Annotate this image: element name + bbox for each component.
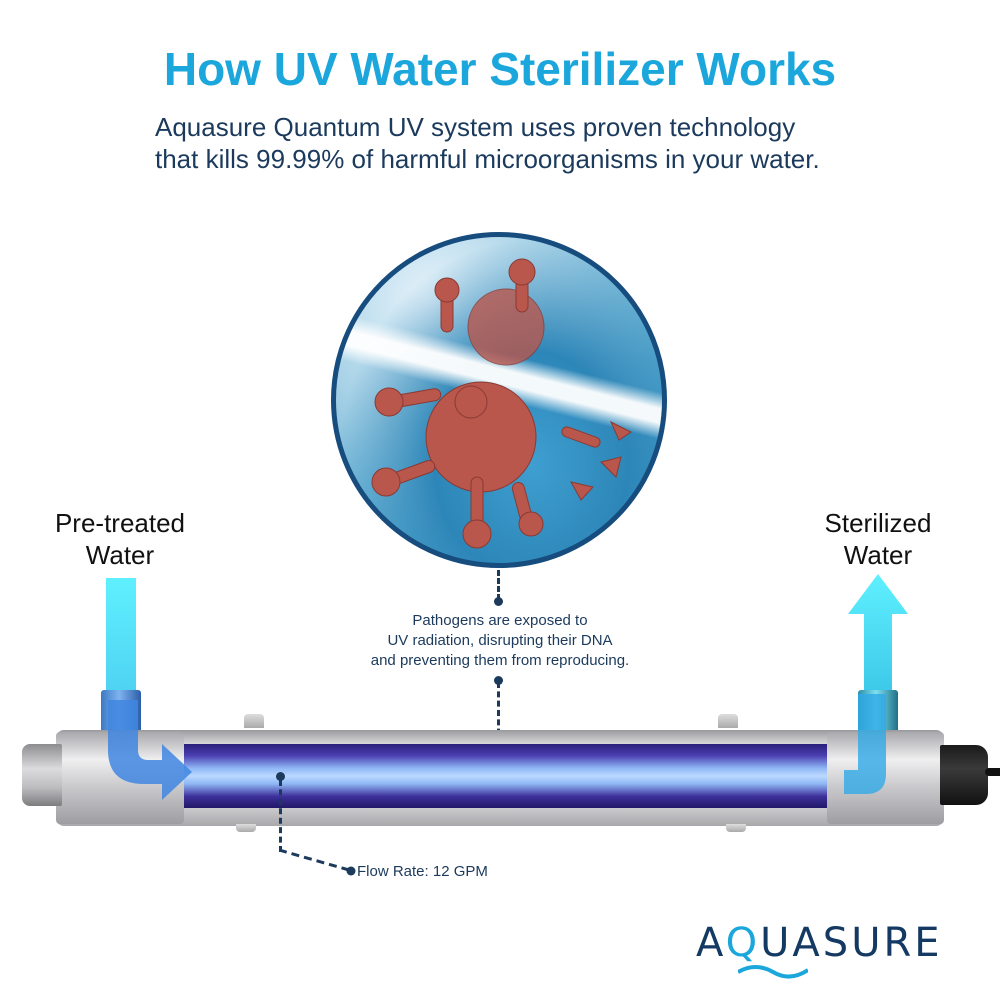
outlet-label: Sterilized Water <box>808 507 948 571</box>
inlet-flow-arrow <box>106 578 136 690</box>
logo-rest: UASURE <box>760 920 943 966</box>
callout-line-2: UV radiation, disrupting their DNA <box>387 632 613 649</box>
mount-clip-right-bottom <box>726 824 746 832</box>
flow-dot-start <box>276 772 285 781</box>
arrow-down-right-icon <box>108 700 192 800</box>
uv-chamber-cutaway <box>183 744 827 808</box>
callout-dot-top <box>494 597 503 606</box>
logo-letter-a: A <box>696 920 726 966</box>
end-cap-left <box>22 744 62 806</box>
flow-rate-label: Flow Rate: 12 GPM <box>357 863 488 880</box>
magnified-pathogen-view <box>331 232 667 568</box>
arrow-up-icon <box>848 574 908 694</box>
outlet-flow-arrow <box>844 694 886 794</box>
flow-leader-diagonal <box>279 848 356 876</box>
pathogen-callout: Pathogens are exposed to UV radiation, d… <box>330 611 670 671</box>
callout-leader-bottom <box>497 682 500 772</box>
subtitle-line-1: Aquasure Quantum UV system uses proven t… <box>155 112 796 142</box>
flow-leader-vertical <box>279 780 282 852</box>
subtitle-line-2: that kills 99.99% of harmful microorgani… <box>155 144 820 174</box>
page-subtitle: Aquasure Quantum UV system uses proven t… <box>155 111 875 175</box>
outlet-label-line-2: Water <box>843 540 913 570</box>
page-title: How UV Water Sterilizer Works <box>163 43 837 95</box>
callout-dot-bottom <box>494 676 503 685</box>
callout-leader-top <box>497 570 500 600</box>
mount-clip-left-top <box>244 714 264 728</box>
mount-clip-right-top <box>718 714 738 728</box>
power-cable <box>985 768 1000 776</box>
outlet-label-line-1: Sterilized <box>824 508 932 538</box>
inlet-label-line-1: Pre-treated <box>54 508 186 538</box>
callout-line-3: and preventing them from reproducing. <box>370 652 630 669</box>
wave-icon <box>738 965 808 979</box>
inlet-label-line-2: Water <box>85 540 155 570</box>
aquasure-logo: AQUASURE <box>696 920 943 966</box>
logo-letter-q: Q <box>725 920 761 966</box>
virus-icon <box>371 258 632 549</box>
inlet-label: Pre-treated Water <box>40 507 200 571</box>
mount-clip-left-bottom <box>236 824 256 832</box>
callout-line-1: Pathogens are exposed to <box>412 612 588 629</box>
lamp-connector-cap <box>940 745 988 805</box>
